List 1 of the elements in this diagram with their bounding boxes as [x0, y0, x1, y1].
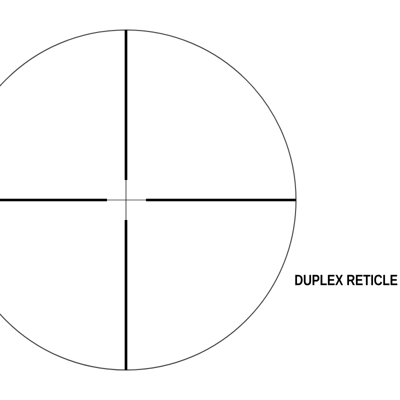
reticle-name: DUPLEX RETICLE — [295, 274, 398, 286]
